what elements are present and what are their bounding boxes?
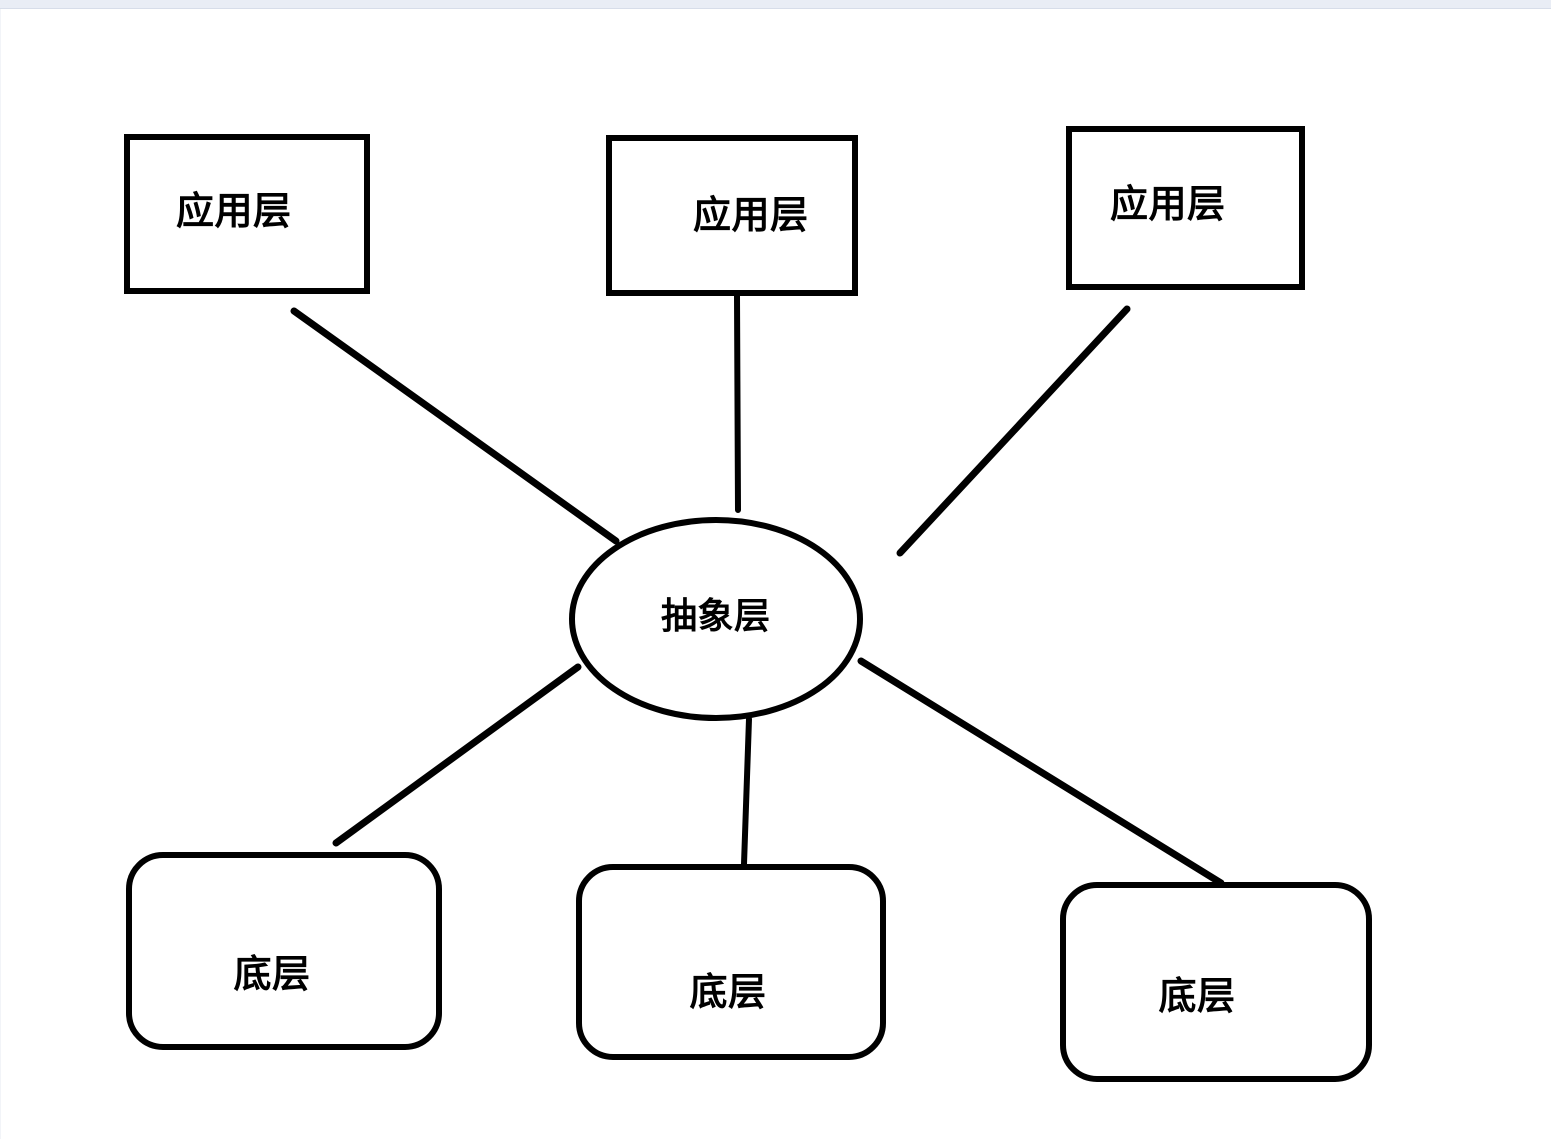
connector-line	[896, 305, 1131, 557]
connector-line	[734, 293, 741, 513]
base-layer-box[interactable]	[576, 864, 886, 1060]
connector-line	[332, 663, 582, 847]
application-layer-box[interactable]	[606, 135, 858, 296]
abstraction-layer-ellipse[interactable]	[569, 517, 863, 721]
connectors-group	[290, 293, 1225, 887]
application-layer-box[interactable]	[1066, 126, 1305, 290]
window-top-strip	[0, 0, 1551, 9]
connector-line	[857, 657, 1225, 887]
window-left-edge	[0, 9, 1, 1139]
base-layer-box[interactable]	[126, 852, 442, 1050]
application-layer-box[interactable]	[124, 134, 370, 294]
base-layer-box[interactable]	[1060, 882, 1372, 1082]
connector-line	[741, 716, 752, 867]
shapes-group	[124, 126, 1372, 1082]
connector-line	[290, 307, 620, 545]
